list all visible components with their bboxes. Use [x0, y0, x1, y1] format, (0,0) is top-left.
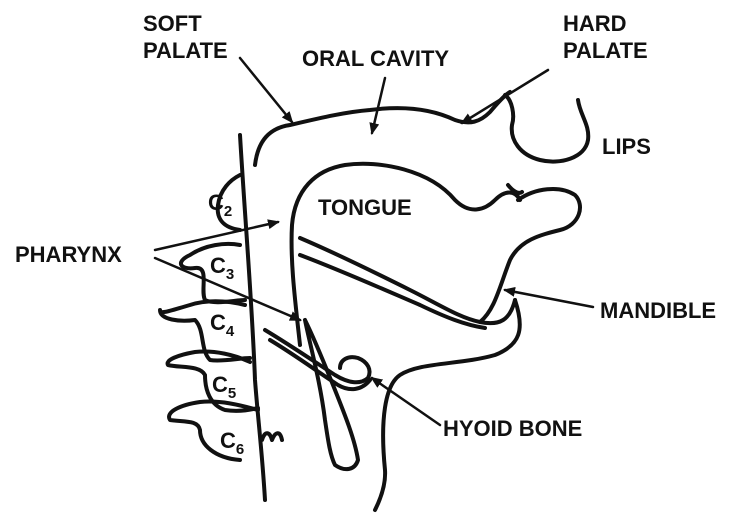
soft-palate-arrow [240, 58, 292, 122]
mandible-label: MANDIBLE [600, 298, 716, 323]
neck-front-outline [375, 300, 520, 510]
lips-label: LIPS [602, 134, 651, 159]
hard-palate-label-line1: HARD [563, 11, 627, 36]
hard-palate-label-line2: PALATE [563, 38, 648, 63]
vertebra-label-c5: C5 [212, 372, 236, 402]
tongue-label: TONGUE [318, 195, 412, 220]
oral-cavity-arrow [372, 78, 385, 133]
mandible-inner [300, 255, 485, 328]
pharynx-label: PHARYNX [15, 242, 122, 267]
anatomy-outline [240, 92, 588, 510]
larynx-mark [262, 433, 282, 440]
hyoid-bone-label: HYOID BONE [443, 416, 582, 441]
palate-outline [255, 92, 510, 165]
upper-lip-outline [505, 95, 588, 162]
epiglottis-outline [305, 320, 358, 469]
labels: SOFT PALATE ORAL CAVITY HARD PALATE LIPS… [15, 11, 716, 441]
soft-palate-label-line1: SOFT [143, 11, 202, 36]
oral-cavity-label: ORAL CAVITY [302, 46, 449, 71]
vertebrae-outlines [160, 175, 258, 460]
mandible-outline [300, 238, 515, 323]
vertebra-label-c6: C6 [220, 428, 244, 458]
soft-palate-label-line2: PALATE [143, 38, 228, 63]
vertebra-label-c3: C3 [210, 253, 234, 283]
hard-palate-arrow [462, 70, 548, 123]
vertebra-label-c4: C4 [210, 310, 235, 340]
